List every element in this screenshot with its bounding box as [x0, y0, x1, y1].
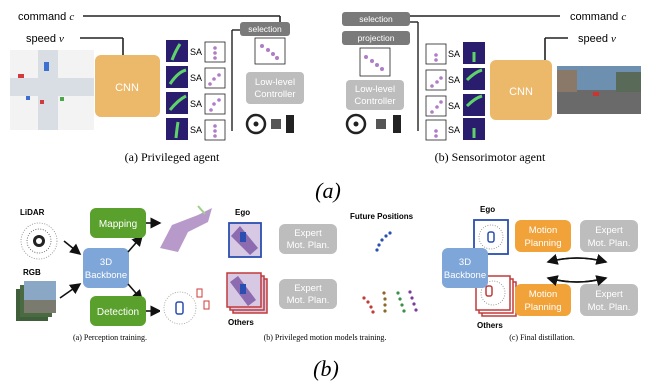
svg-text:3D: 3D — [100, 257, 112, 268]
cnn-box-a — [95, 55, 160, 117]
svg-text:Backbone: Backbone — [444, 270, 486, 281]
ego-label-c: Ego — [480, 205, 495, 214]
rgb-label: RGB — [23, 268, 41, 277]
gas-pedal-icon-b — [393, 115, 401, 133]
future-paths-others — [362, 290, 418, 314]
svg-text:Mot. Plan.: Mot. Plan. — [287, 240, 330, 251]
projected-waypoint-b — [359, 47, 391, 77]
caption-privileged-agent: (a) Privileged agent — [125, 150, 220, 164]
others-map-stack — [226, 272, 268, 314]
svg-text:Low-level: Low-level — [255, 77, 295, 88]
selection-box-a — [240, 22, 290, 36]
svg-text:3D: 3D — [459, 257, 471, 268]
sensorimotor-agent-panel: selection command c projection Low-level… — [342, 11, 641, 164]
final-distillation-panel: Ego Others 3D Backbone Motion Planning M… — [442, 205, 638, 342]
svg-text:selection: selection — [359, 14, 393, 24]
camera-image — [557, 66, 641, 114]
detection-output — [160, 284, 210, 330]
cnn-label-b: CNN — [509, 86, 533, 98]
controller-box-a — [246, 72, 304, 104]
svg-text:Mot. Plan.: Mot. Plan. — [287, 295, 330, 306]
cnn-label-a: CNN — [115, 82, 139, 94]
future-positions-label: Future Positions — [350, 212, 414, 221]
command-label-a: command c — [18, 11, 74, 23]
svg-text:Low-level: Low-level — [355, 84, 395, 95]
svg-text:Expert: Expert — [595, 225, 623, 236]
svg-text:Planning: Planning — [525, 302, 562, 313]
heatmap-column-b — [463, 42, 485, 140]
others-label-b: Others — [228, 318, 254, 327]
svg-text:Backbone: Backbone — [85, 270, 127, 281]
svg-text:Motion: Motion — [529, 289, 558, 300]
selection-box-b — [342, 12, 410, 26]
svg-text:projection: projection — [358, 33, 395, 43]
mapping-box — [90, 208, 146, 238]
expert-box-2 — [279, 279, 337, 309]
others-label-c: Others — [477, 321, 503, 330]
caption-sensorimotor-agent: (b) Sensorimotor agent — [435, 150, 546, 164]
lidar-label: LiDAR — [20, 208, 45, 217]
brake-pedal-icon-a — [271, 119, 281, 129]
waypoint-column-a — [204, 41, 226, 141]
speed-label-a: speed v — [26, 33, 64, 45]
backbone-box-1 — [83, 248, 129, 288]
motion-planning-box-1 — [515, 220, 571, 252]
svg-text:selection: selection — [248, 24, 282, 34]
waypoint-column-b — [425, 43, 447, 141]
cnn-box-b — [490, 60, 552, 120]
sa-label-b3: SA — [448, 101, 460, 111]
lidar-scan-image — [16, 218, 62, 264]
privileged-agent-panel: command c speed v CNN — [10, 11, 304, 164]
svg-text:Expert: Expert — [294, 283, 322, 294]
sa-label-b1: SA — [448, 49, 460, 59]
future-path-ego — [375, 231, 392, 252]
svg-text:Expert: Expert — [595, 289, 623, 300]
expert-box-3 — [580, 220, 638, 252]
svg-text:Expert: Expert — [294, 228, 322, 239]
svg-text:Mot. Plan.: Mot. Plan. — [588, 238, 631, 249]
gas-pedal-icon-a — [286, 115, 294, 133]
figure-label-a: (a) — [315, 178, 341, 203]
svg-text:Controller: Controller — [254, 89, 295, 100]
sa-label-b2: SA — [448, 75, 460, 85]
backbone-box-2 — [442, 248, 488, 288]
controller-box-b — [346, 80, 404, 110]
sa-label-a4: SA — [190, 125, 202, 135]
ego-map — [228, 222, 262, 258]
projection-box-b — [342, 31, 410, 45]
command-label-b: command c — [570, 11, 626, 23]
figure-label-b: (b) — [313, 356, 339, 381]
sa-label-a2: SA — [190, 73, 202, 83]
caption-final-distillation: (c) Final distillation. — [509, 333, 575, 342]
perception-training-panel: LiDAR RGB 3D Backbone Mapping Detection — [16, 205, 212, 342]
selected-waypoint-a — [254, 37, 286, 65]
sa-label-a3: SA — [190, 99, 202, 109]
birdview-map — [10, 50, 94, 130]
motion-planning-box-2 — [515, 284, 571, 316]
svg-text:Mapping: Mapping — [99, 219, 137, 230]
svg-text:Detection: Detection — [97, 307, 139, 318]
brake-pedal-icon-b — [376, 119, 386, 129]
motion-models-panel: Ego Others Expert Mot. Plan. Expert Mot.… — [226, 208, 418, 342]
expert-box-4 — [580, 284, 638, 316]
svg-text:Mot. Plan.: Mot. Plan. — [588, 302, 631, 313]
steering-wheel-icon-a — [245, 113, 267, 135]
ego-label-b: Ego — [235, 208, 250, 217]
rgb-image-stack — [16, 281, 56, 321]
sa-label-b4: SA — [448, 125, 460, 135]
svg-text:Motion: Motion — [529, 225, 558, 236]
steering-wheel-icon-b — [345, 113, 367, 135]
caption-motion-models: (b) Privileged motion models training. — [264, 333, 387, 342]
sa-label-a1: SA — [190, 47, 202, 57]
expert-box-1 — [279, 224, 337, 254]
caption-perception-training: (a) Perception training. — [73, 333, 147, 342]
map-output — [160, 205, 212, 252]
heatmap-column-a — [166, 40, 188, 140]
speed-label-b: speed v — [578, 33, 616, 45]
detection-box — [90, 296, 146, 326]
svg-text:Planning: Planning — [525, 238, 562, 249]
svg-text:Controller: Controller — [354, 96, 395, 107]
